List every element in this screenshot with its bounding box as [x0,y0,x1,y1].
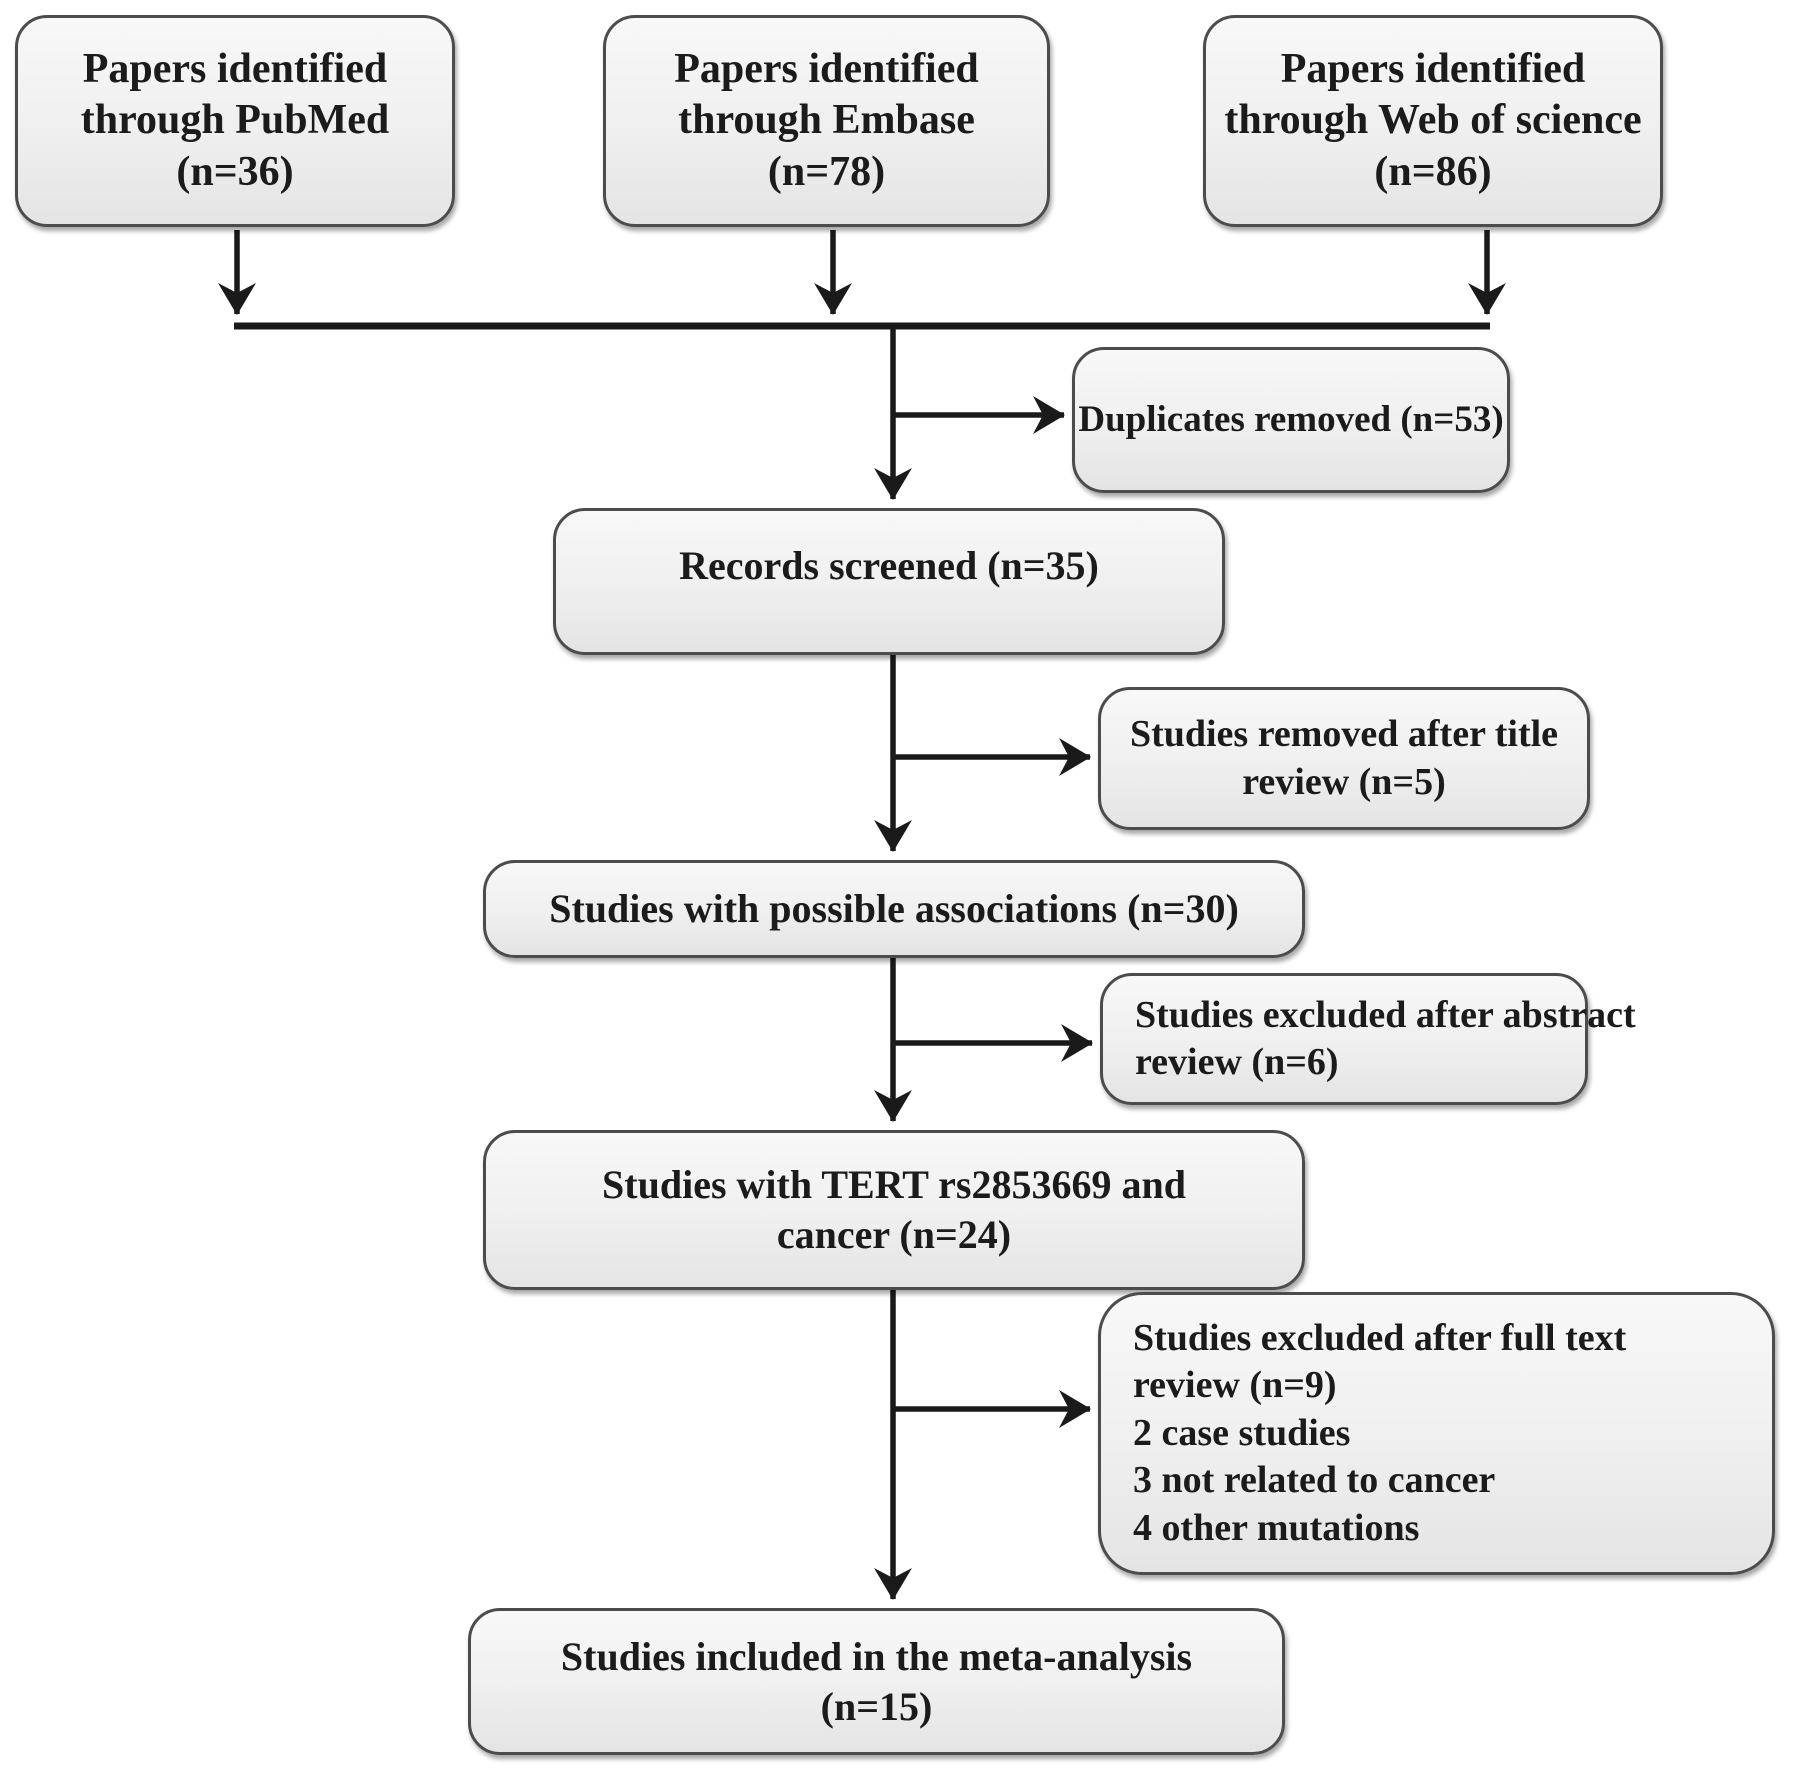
node-label: Papers identified through Web of science… [1224,46,1642,195]
node-included-in-meta-analysis: Studies included in the meta-analysis (n… [468,1608,1285,1755]
node-label: Studies excluded after full text review … [1133,1316,1627,1549]
node-papers-web-of-science: Papers identified through Web of science… [1203,15,1663,227]
node-records-screened: Records screened (n=35) [553,508,1225,655]
node-label: Records screened (n=35) [679,543,1099,588]
node-papers-embase: Papers identified through Embase (n=78) [603,15,1050,227]
node-label: Studies included in the meta-analysis (n… [560,1633,1193,1729]
node-label: Studies excluded after abstract review (… [1135,993,1636,1084]
node-duplicates-removed: Duplicates removed (n=53) [1072,347,1510,493]
node-label: Papers identified through PubMed (n=36) [80,46,390,195]
node-removed-after-title-review: Studies removed after title review (n=5) [1098,687,1590,830]
node-label: Duplicates removed (n=53) [1078,398,1504,440]
node-label: Studies removed after title review (n=5) [1129,713,1559,803]
node-excluded-after-full-text-review: Studies excluded after full text review … [1098,1292,1775,1575]
node-label: Papers identified through Embase (n=78) [674,46,979,195]
node-papers-pubmed: Papers identified through PubMed (n=36) [15,15,455,227]
node-label: Studies with TERT rs2853669 and cancer (… [602,1162,1186,1257]
node-excluded-after-abstract-review: Studies excluded after abstract review (… [1100,973,1636,1105]
node-possible-associations: Studies with possible associations (n=30… [483,860,1305,958]
node-label: Studies with possible associations (n=30… [549,886,1239,931]
node-tert-rs2853669-and-cancer: Studies with TERT rs2853669 and cancer (… [483,1130,1305,1290]
